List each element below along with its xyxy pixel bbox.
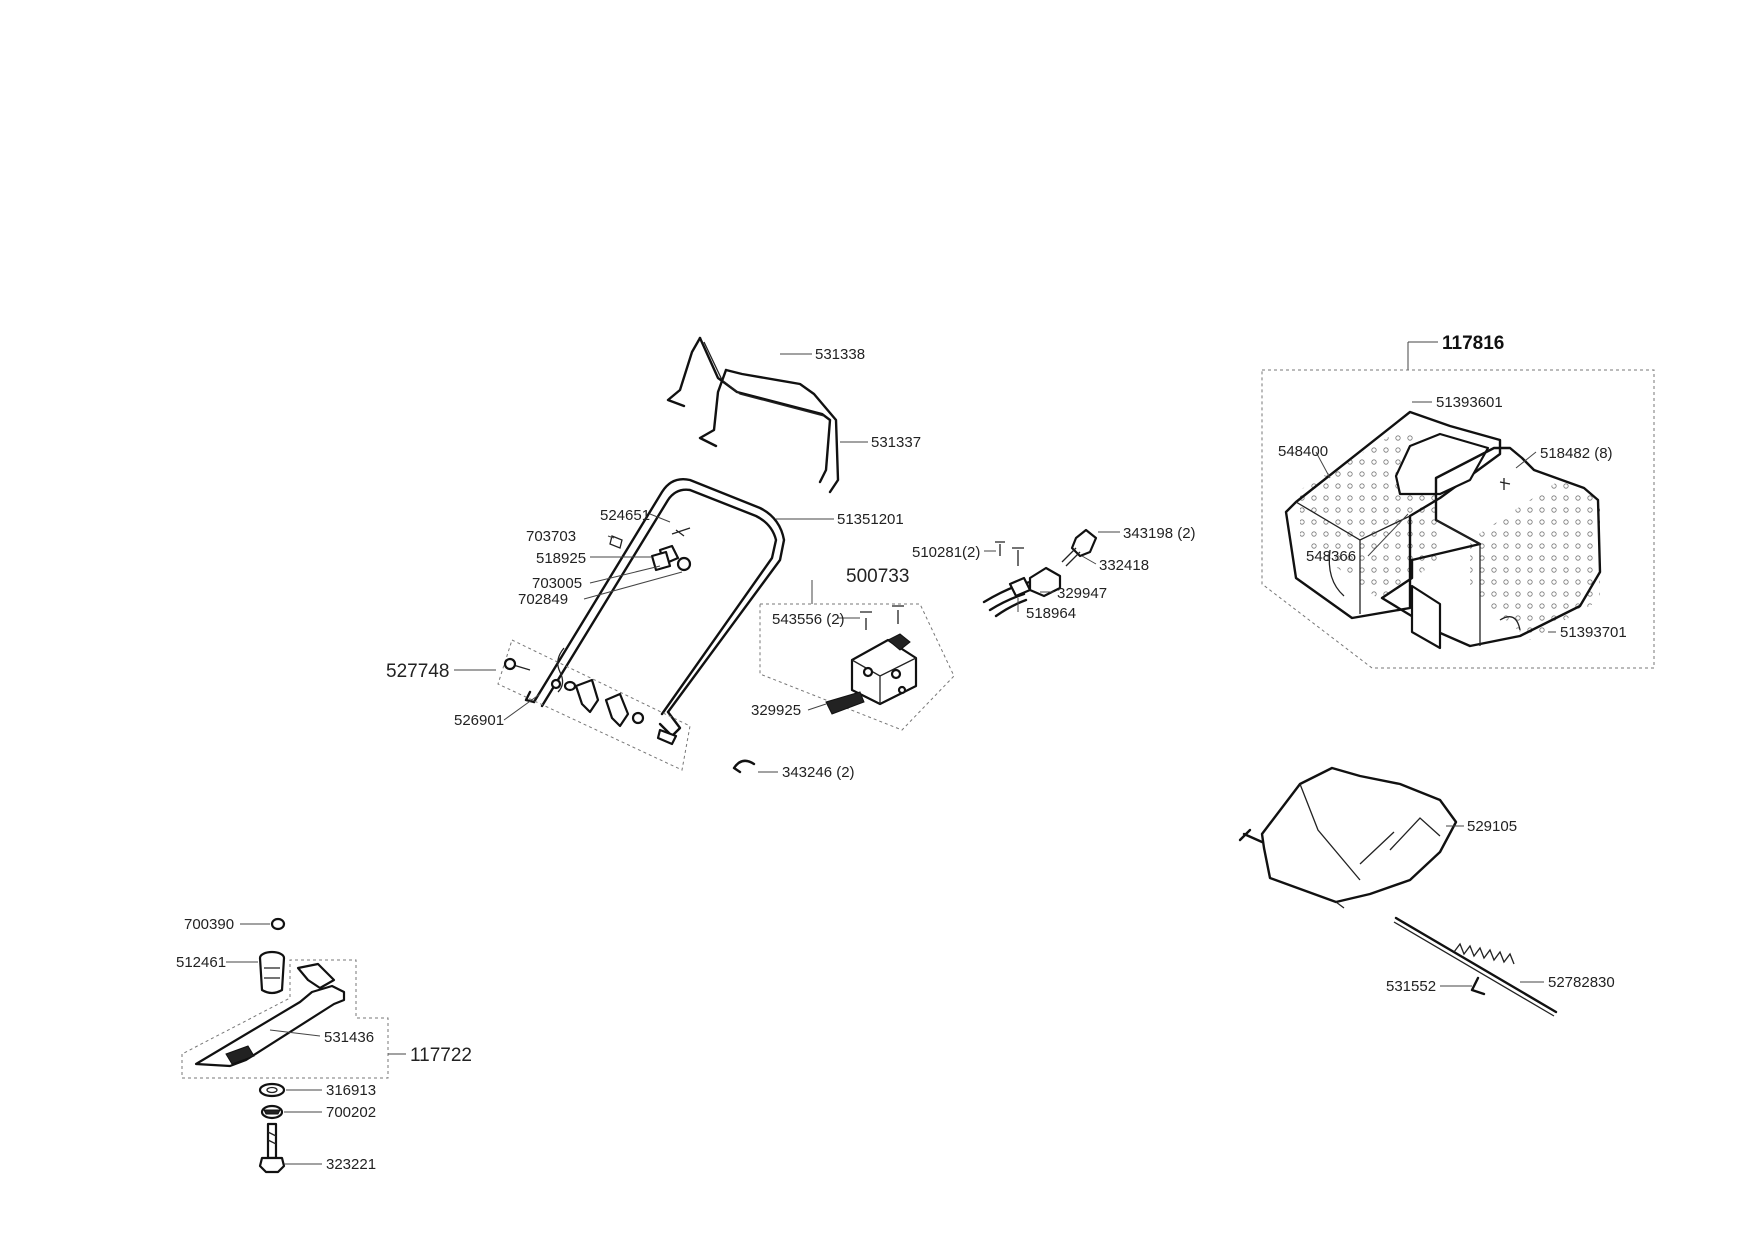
label-531338: 531338 xyxy=(815,346,865,363)
label-703005: 703005 xyxy=(532,575,582,592)
label-529105: 529105 xyxy=(1467,818,1517,835)
label-527748: 527748 xyxy=(386,661,449,682)
group-527748-outline xyxy=(497,639,691,771)
label-548400: 548400 xyxy=(1278,443,1328,460)
label-524651: 524651 xyxy=(600,507,650,524)
label-343246: 343246 (2) xyxy=(782,764,855,781)
leader-329925 xyxy=(807,703,827,711)
label-329925: 329925 xyxy=(751,702,801,719)
washer-316913 xyxy=(258,1082,286,1098)
group-500733-outline xyxy=(759,603,955,731)
label-531337: 531337 xyxy=(871,434,921,451)
label-531436: 531436 xyxy=(324,1029,374,1046)
grass-bag-left-half xyxy=(1284,410,1502,620)
label-51393701: 51393701 xyxy=(1560,624,1627,641)
bolt-323221 xyxy=(258,1122,286,1174)
group-117816-outline xyxy=(1261,369,1655,669)
washer-316913-hole xyxy=(266,1086,278,1094)
blade-531436 xyxy=(194,962,346,1068)
blade-adapter-512461 xyxy=(258,950,286,995)
label-512461: 512461 xyxy=(176,954,226,971)
leader-703005 xyxy=(589,565,661,584)
label-518482: 518482 (8) xyxy=(1540,445,1613,462)
label-703703: 703703 xyxy=(526,528,576,545)
rod-and-spring xyxy=(1393,916,1558,1017)
leader-531436 xyxy=(269,1029,321,1037)
leader-526901 xyxy=(503,693,541,721)
label-518925: 518925 xyxy=(536,550,586,567)
label-117816: 117816 xyxy=(1442,333,1504,354)
leader-518482 xyxy=(1515,451,1537,469)
lower-fittings xyxy=(503,647,678,746)
leader-524651 xyxy=(649,513,671,523)
washer-700202-teeth xyxy=(263,1109,281,1115)
label-343198: 343198 (2) xyxy=(1123,525,1196,542)
label-518964: 518964 xyxy=(1026,605,1076,622)
leader-702849 xyxy=(583,571,683,600)
label-117722: 117722 xyxy=(410,1045,472,1066)
lower-handle-bar xyxy=(698,368,840,494)
label-51393601: 51393601 xyxy=(1436,394,1503,411)
switch-box xyxy=(825,605,918,715)
leader-703703 xyxy=(607,535,615,539)
grass-bag-right-half xyxy=(1380,446,1602,650)
leader-548366 xyxy=(1367,513,1409,557)
label-548366: 548366 xyxy=(1306,548,1356,565)
label-700202: 700202 xyxy=(326,1104,376,1121)
main-handle xyxy=(524,478,786,738)
group-117722-outline xyxy=(181,959,389,1079)
label-543556: 543556 (2) xyxy=(772,611,845,628)
label-316913: 316913 xyxy=(326,1082,376,1099)
label-700390: 700390 xyxy=(184,916,234,933)
label-526901: 526901 xyxy=(454,712,504,729)
cable-connector xyxy=(982,528,1098,618)
part-700390 xyxy=(270,917,286,931)
rear-flap xyxy=(1238,766,1458,909)
label-531552: 531552 xyxy=(1386,978,1436,995)
label-52782830: 52782830 xyxy=(1548,974,1615,991)
label-702849: 702849 xyxy=(518,591,568,608)
leader-548400 xyxy=(1315,451,1331,479)
label-51351201: 51351201 xyxy=(837,511,904,528)
label-510281: 510281(2) xyxy=(912,544,980,561)
label-332418: 332418 xyxy=(1099,557,1149,574)
upper-handle-bar xyxy=(666,336,832,484)
clip-343246 xyxy=(732,759,756,774)
label-329947: 329947 xyxy=(1057,585,1107,602)
handle-hardware xyxy=(609,527,692,572)
leader-332418 xyxy=(1081,555,1097,565)
label-323221: 323221 xyxy=(326,1156,376,1173)
label-500733: 500733 xyxy=(846,566,909,587)
